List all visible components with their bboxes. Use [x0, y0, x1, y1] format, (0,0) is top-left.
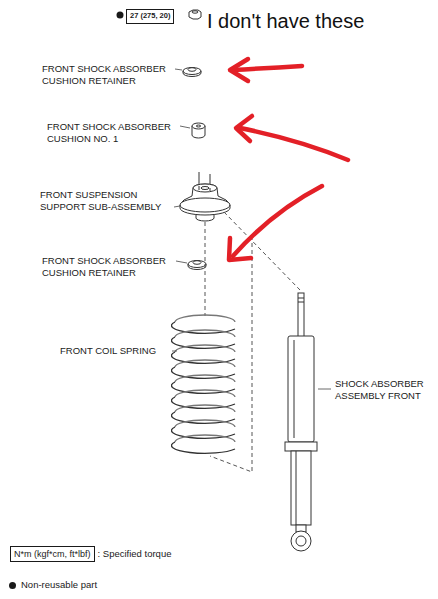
- legend-note: : Specified torque: [98, 548, 172, 560]
- handwritten-note: I don't have these: [207, 9, 364, 33]
- torque-box: 27 (275, 20): [126, 9, 174, 24]
- coil-back: [175, 345, 235, 352]
- coil-back: [175, 375, 235, 382]
- part-name: SHOCK ABSORBER ASSEMBLY FRONT: [335, 378, 435, 402]
- coil-back: [175, 315, 235, 322]
- legend-dot: [9, 582, 16, 589]
- coil-back: [175, 330, 235, 337]
- torque-text: N*m (kgf*cm, ft*lbf): [14, 549, 91, 559]
- leader-lines: [172, 69, 331, 389]
- cushion-no1: [192, 123, 205, 138]
- nut: [189, 10, 201, 19]
- part-name: FRONT SUSPENSION SUPPORT SUB-ASSEMBLY: [40, 189, 180, 213]
- coil-back: [175, 420, 235, 427]
- legend-row: Non-reusable part: [9, 579, 97, 591]
- shock-absorber: [285, 293, 317, 551]
- coil-back: [175, 390, 235, 397]
- assembly-lines: [205, 212, 300, 472]
- part-name: FRONT SHOCK ABSORBER CUSHION NO. 1: [47, 121, 187, 145]
- legend-text: Non-reusable part: [21, 579, 97, 590]
- coil-front: [171, 442, 235, 453]
- coil-spring: [171, 315, 235, 453]
- coil-back: [175, 405, 235, 412]
- non-reusable-dot: [117, 12, 124, 19]
- torque-box: N*m (kgf*cm, ft*lbf): [10, 546, 95, 562]
- cushion-retainer-upper: [183, 68, 201, 77]
- part-name: FRONT COIL SPRING: [60, 345, 156, 357]
- coil-back: [175, 435, 235, 442]
- torque-text: 27 (275, 20): [130, 11, 170, 20]
- coil-back: [175, 360, 235, 367]
- part-name: FRONT SHOCK ABSORBER CUSHION RETAINER: [42, 255, 182, 279]
- suspension-support: [180, 172, 230, 221]
- red-arrows: [229, 59, 348, 260]
- part-name: FRONT SHOCK ABSORBER CUSHION RETAINER: [42, 63, 182, 87]
- cushion-retainer-lower: [188, 261, 206, 270]
